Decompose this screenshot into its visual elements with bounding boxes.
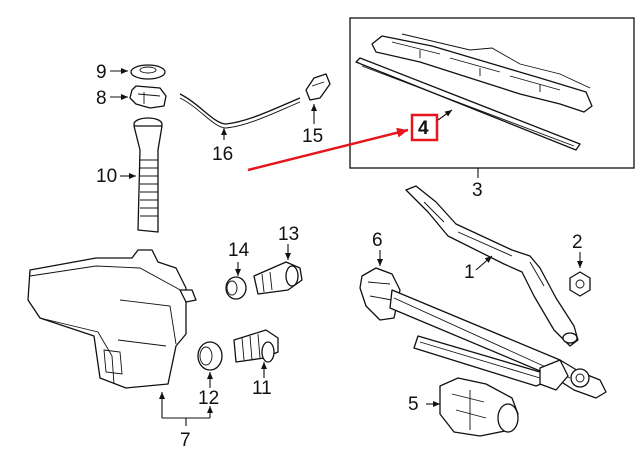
label-1: 1 [464, 262, 475, 283]
wiper-blade-inset-box [349, 17, 635, 169]
highlight-box-4 [410, 113, 439, 142]
label-12: 12 [198, 388, 219, 409]
label-13: 13 [278, 224, 299, 245]
washer-cap [130, 64, 166, 80]
highlight-arrow [247, 127, 409, 172]
label-8: 8 [96, 88, 107, 109]
wiper-blade-group: 4 3 [247, 17, 635, 201]
label-16: 16 [212, 144, 233, 165]
washer-hose [179, 93, 301, 125]
pump-group: 12 11 14 13 [197, 224, 303, 409]
label-3: 3 [472, 180, 483, 201]
hose-group: 16 15 [179, 73, 331, 165]
wiper-blade-frame [371, 35, 593, 113]
label-14: 14 [228, 240, 250, 261]
label-2: 2 [572, 232, 583, 253]
label-11: 11 [252, 378, 272, 399]
label-9: 9 [96, 62, 107, 83]
arm-nut [569, 271, 591, 297]
label-5: 5 [408, 394, 419, 415]
wiper-arm [405, 185, 579, 347]
washer-tank [27, 249, 187, 389]
filler-bracket [129, 85, 167, 109]
label-15: 15 [302, 126, 323, 147]
label-4: 4 [418, 118, 429, 139]
pump-grommet [197, 341, 223, 371]
label-7: 7 [180, 430, 191, 451]
washer-filler-group: 9 8 10 [96, 62, 167, 233]
pump-grommet-rear [225, 276, 247, 300]
washer-tank-group: 7 [27, 249, 213, 451]
linkage-group: 6 5 [359, 230, 607, 437]
wiper-arm-group: 1 2 [405, 185, 591, 347]
label-6: 6 [372, 230, 383, 251]
label-10: 10 [96, 166, 117, 187]
washer-nozzle [305, 73, 331, 101]
filler-neck [133, 125, 163, 233]
